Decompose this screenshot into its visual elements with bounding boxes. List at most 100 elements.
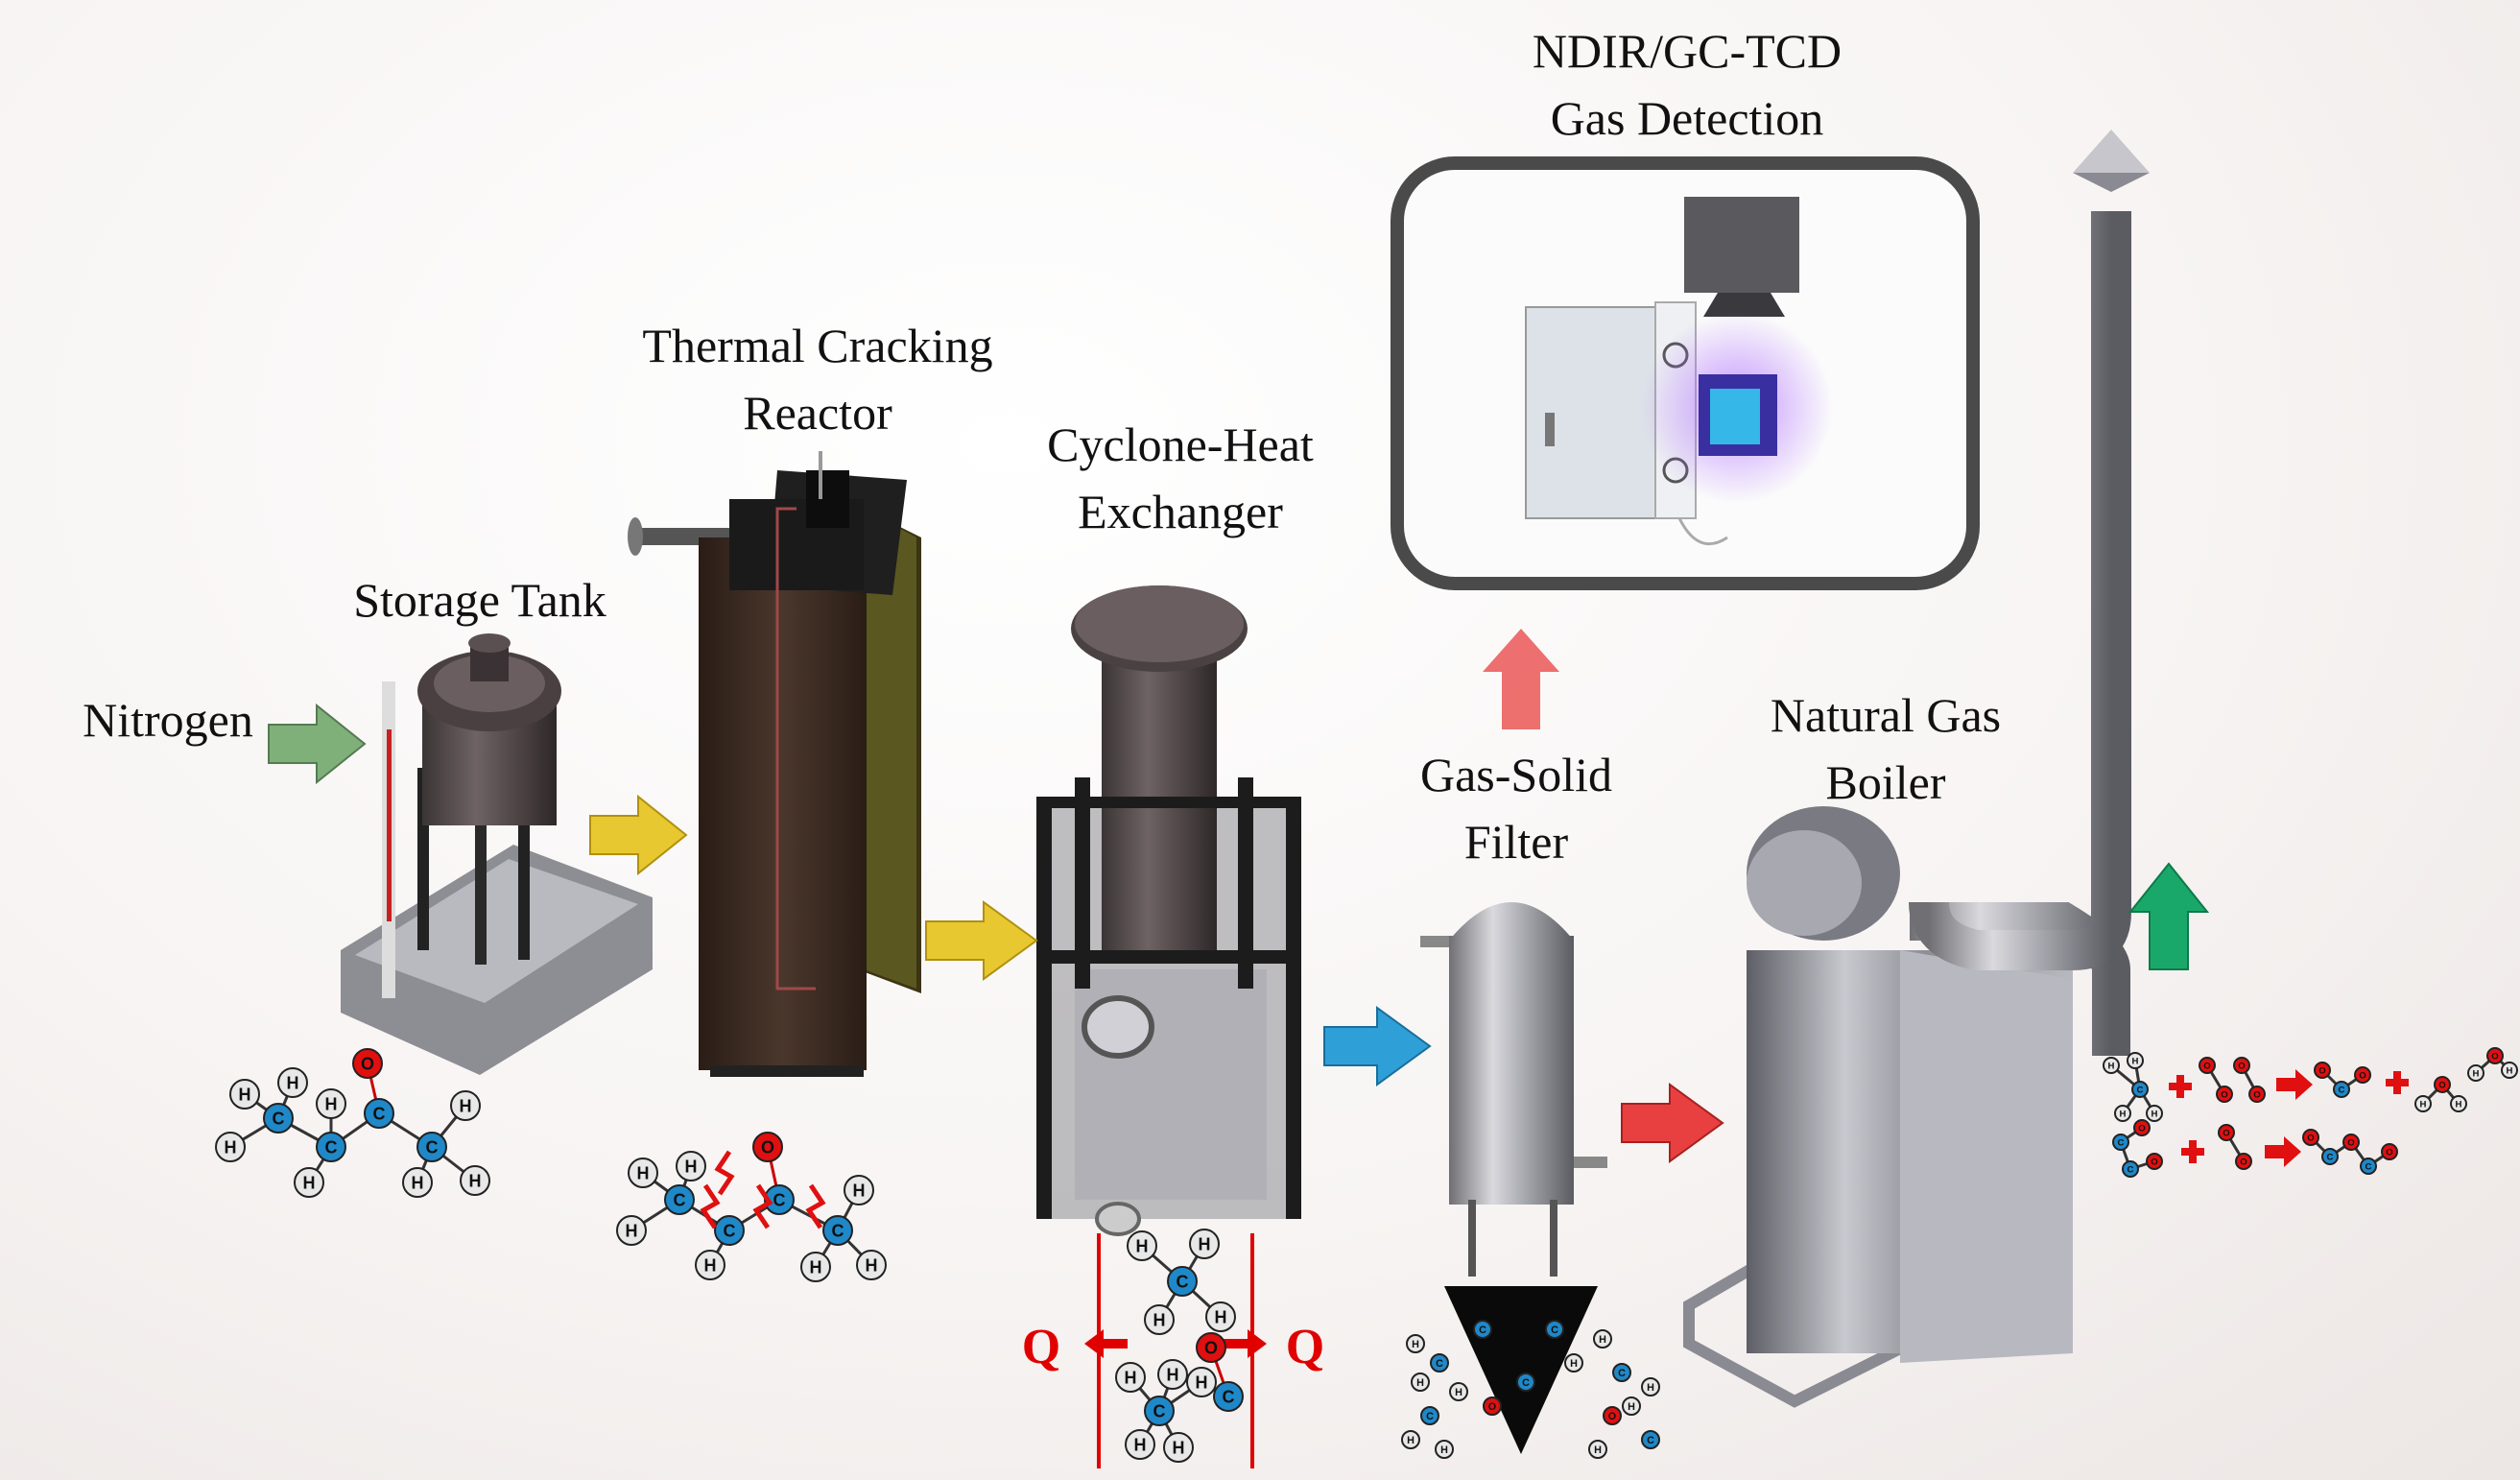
svg-text:H: H <box>1136 1236 1149 1255</box>
carbon-atom: C <box>2131 1081 2149 1098</box>
hydrogen-atom: H <box>2103 1057 2120 1074</box>
hydrogen-atom: H <box>2501 1062 2518 1079</box>
oxygen-atom: O <box>2216 1086 2233 1103</box>
hydrogen-atom: H <box>1588 1440 1607 1459</box>
carbon-atom: C <box>1144 1396 1175 1426</box>
arrow-feed-to-reactor <box>589 794 688 876</box>
hydrogen-atom: H <box>2450 1095 2467 1112</box>
svg-text:O: O <box>2223 1128 2230 1138</box>
hydrogen-atom: H <box>316 1088 346 1119</box>
svg-text:O: O <box>2203 1061 2211 1071</box>
hydrogen-atom: H <box>1641 1377 1660 1396</box>
svg-text:O: O <box>2307 1133 2315 1143</box>
oxygen-atom: O <box>2199 1057 2216 1074</box>
svg-text:H: H <box>1628 1401 1635 1413</box>
svg-text:O: O <box>1488 1401 1496 1413</box>
hydrogen-atom: H <box>1205 1301 1236 1332</box>
svg-text:H: H <box>303 1173 316 1192</box>
carbon-atom: C <box>714 1215 745 1246</box>
svg-text:C: C <box>1522 1377 1530 1389</box>
svg-text:H: H <box>325 1094 338 1113</box>
hydrogen-atom: H <box>616 1215 647 1246</box>
reaction-arrow <box>2276 1069 2313 1100</box>
hydrogen-atom: H <box>695 1250 725 1280</box>
svg-text:C: C <box>1223 1387 1235 1406</box>
label-gas-solid-filter: Gas-Solid Filter <box>1420 748 1612 869</box>
svg-text:C: C <box>1647 1435 1654 1446</box>
svg-text:H: H <box>1167 1365 1179 1384</box>
hydrogen-atom: H <box>402 1167 433 1198</box>
thermal-cracking-reactor <box>628 451 921 1077</box>
bond-break-mark <box>805 1183 826 1229</box>
svg-text:H: H <box>1134 1435 1147 1454</box>
svg-text:C: C <box>2365 1161 2372 1172</box>
svg-text:H: H <box>1594 1444 1602 1456</box>
svg-text:O: O <box>2221 1089 2228 1100</box>
svg-text:H: H <box>1599 1334 1606 1346</box>
svg-text:H: H <box>2420 1099 2427 1110</box>
arrow-nitrogen <box>268 703 367 785</box>
carbon-atom: C <box>316 1132 346 1162</box>
svg-text:C: C <box>1479 1325 1486 1336</box>
svg-text:C: C <box>1177 1272 1189 1291</box>
oxygen-atom: O <box>752 1132 783 1162</box>
oxygen-atom: O <box>2133 1119 2151 1136</box>
carbon-atom: C <box>1167 1266 1198 1297</box>
svg-text:H: H <box>1412 1339 1419 1350</box>
storage-tank <box>341 633 653 1075</box>
heat-exchange-walls <box>1084 1233 1267 1468</box>
oxygen-atom: O <box>2302 1129 2319 1146</box>
carbon-atom: C <box>2122 1160 2139 1178</box>
svg-text:C: C <box>724 1221 736 1240</box>
hydrogen-atom: H <box>628 1158 658 1188</box>
hydrogen-atom: H <box>2146 1105 2163 1122</box>
arrow-reactor-to-cyclone <box>925 900 1038 981</box>
cyclone-heat-exchanger <box>1036 585 1301 1236</box>
svg-text:H: H <box>239 1085 251 1104</box>
oxygen-atom: O <box>2235 1153 2252 1170</box>
oxygen-atom: O <box>2218 1124 2235 1141</box>
plus-sign <box>2169 1075 2192 1098</box>
carbon-atom: C <box>1516 1373 1535 1392</box>
label-gas-detection: NDIR/GC-TCD Gas Detection <box>1532 24 1842 145</box>
gas-solid-filter <box>1420 902 1607 1277</box>
gas-detection-panel <box>1391 156 1980 590</box>
hydrogen-atom: H <box>2467 1064 2484 1082</box>
svg-text:H: H <box>1407 1435 1415 1446</box>
svg-text:O: O <box>2359 1070 2366 1081</box>
svg-text:O: O <box>2386 1147 2393 1158</box>
plus-sign <box>2181 1140 2204 1163</box>
svg-text:O: O <box>2138 1123 2146 1134</box>
svg-text:H: H <box>1173 1438 1185 1457</box>
carbon-atom: C <box>416 1132 447 1162</box>
svg-text:C: C <box>2327 1152 2334 1162</box>
carbon-atom: C <box>1420 1406 1439 1425</box>
hydrogen-atom: H <box>450 1090 481 1121</box>
svg-text:C: C <box>2137 1085 2144 1095</box>
svg-text:H: H <box>1153 1310 1166 1329</box>
svg-text:H: H <box>1570 1358 1578 1370</box>
carbon-atom: C <box>2360 1158 2377 1175</box>
hydrogen-atom: H <box>1406 1334 1425 1353</box>
hydrogen-atom: H <box>1411 1373 1430 1392</box>
reaction-arrow <box>2265 1136 2301 1167</box>
hydrogen-atom: H <box>1163 1432 1194 1463</box>
svg-text:H: H <box>2108 1061 2115 1071</box>
svg-text:C: C <box>2339 1085 2345 1095</box>
carbon-atom: C <box>2321 1148 2339 1165</box>
svg-text:H: H <box>704 1255 717 1275</box>
oxygen-atom: O <box>1483 1396 1502 1416</box>
hydrogen-atom: H <box>800 1252 831 1282</box>
arrow-exhaust <box>2128 862 2210 970</box>
hydrogen-atom: H <box>1622 1396 1641 1416</box>
hydrogen-atom: H <box>277 1067 308 1098</box>
svg-text:O: O <box>2347 1137 2355 1148</box>
svg-text:C: C <box>773 1190 786 1209</box>
plus-sign <box>2386 1071 2409 1094</box>
carbon-atom: C <box>364 1098 394 1129</box>
svg-text:O: O <box>2151 1157 2158 1167</box>
svg-text:H: H <box>1199 1234 1211 1253</box>
oxygen-atom: O <box>2146 1153 2163 1170</box>
